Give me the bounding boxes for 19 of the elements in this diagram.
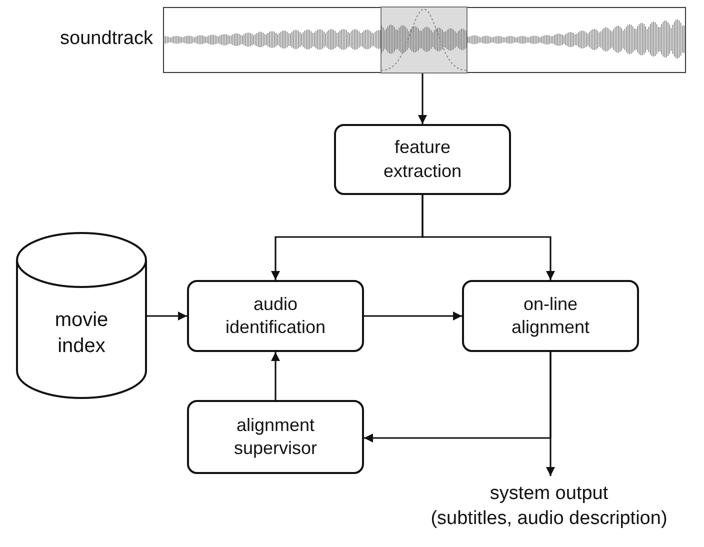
node-label: alignment supervisor: [232, 414, 318, 460]
process-box: [462, 280, 639, 352]
arrow: [422, 195, 555, 280]
node-label: movie index: [54, 308, 110, 358]
arrow: [147, 312, 187, 320]
process-box: [187, 400, 364, 474]
process-box: [334, 124, 511, 195]
node-label: audio identification: [224, 292, 327, 339]
arrow: [546, 352, 555, 476]
arrow: [364, 312, 462, 320]
node-label: feature extraction: [382, 136, 463, 182]
process-box: [187, 280, 364, 352]
arrow: [271, 352, 280, 400]
output-label: (subtitles, audio description): [430, 506, 668, 531]
arrow: [418, 73, 427, 124]
node-label: on-line alignment: [510, 292, 591, 339]
waveform-label: soundtrack: [60, 28, 153, 50]
output-label: system output: [490, 482, 608, 506]
waveform-drawing: [163, 7, 686, 73]
